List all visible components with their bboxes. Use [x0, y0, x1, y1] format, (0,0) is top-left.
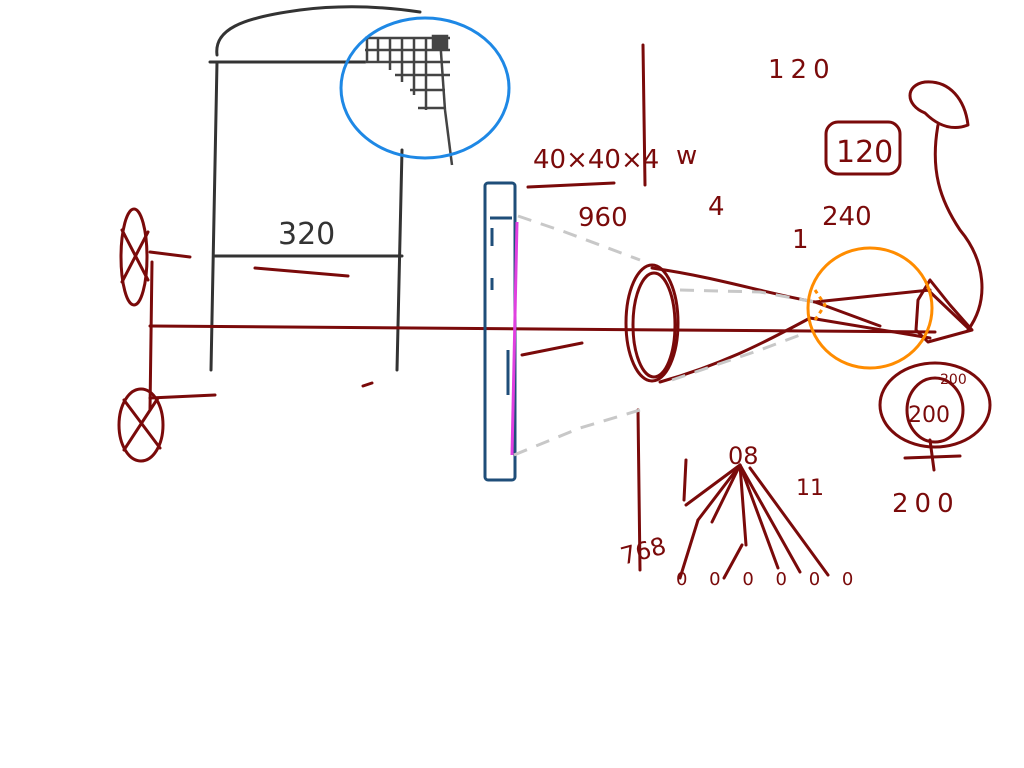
- eye-circle: [806, 246, 934, 370]
- label-200-bottom: 200: [892, 489, 960, 519]
- frame-left-post: [209, 60, 219, 372]
- label-11: 11: [796, 476, 824, 501]
- speaker-top-icon: [119, 207, 150, 307]
- circle-200-inner: [905, 376, 965, 444]
- head-blob: [908, 80, 970, 129]
- divider-line-bottom: [636, 408, 642, 572]
- label-768: 768: [618, 532, 669, 571]
- left-connector: [148, 260, 154, 412]
- divider-line-top: [641, 43, 647, 187]
- screen-panel: [483, 181, 517, 482]
- label-120-top: 120: [768, 55, 836, 85]
- label-4: 4: [708, 192, 725, 222]
- image-plane-line: [510, 221, 519, 456]
- red-sketch: [117, 43, 992, 580]
- projection-lines: [513, 214, 816, 457]
- fraction-numerator-suffix: w: [676, 141, 697, 171]
- optical-axis-line: [148, 324, 937, 334]
- screen-frame-sketch: [208, 5, 422, 372]
- circle-200-outer: [878, 361, 992, 449]
- label-240: 240: [822, 202, 872, 232]
- branch-tree: [678, 458, 830, 580]
- label-1: 1: [792, 225, 809, 255]
- fraction-numerator: 40×40×4: [533, 145, 659, 175]
- head-link: [933, 123, 984, 332]
- speaker-top-link: [148, 250, 192, 259]
- cone-upper: [650, 266, 932, 304]
- label-08: 08: [728, 442, 759, 470]
- dimension-label-320: 320: [278, 217, 335, 252]
- label-zeros: 0 0 0 0 0 0: [676, 569, 861, 590]
- fraction-denominator: 960: [578, 203, 628, 233]
- frame-top-curve: [215, 5, 422, 57]
- pixel-grid-icon: [365, 34, 454, 166]
- speaker-bottom-link: [148, 393, 217, 400]
- eye-icon: [914, 278, 974, 344]
- label-120-boxed: 120: [836, 135, 893, 170]
- fraction-bar: [526, 181, 616, 189]
- frame-right-post: [395, 148, 404, 372]
- lens-ellipse: [624, 263, 680, 383]
- label-200-small: 200: [940, 372, 967, 388]
- label-200-circle: 200: [908, 403, 950, 428]
- boxed-120-frame: [824, 120, 902, 176]
- speaker-bottom-icon: [117, 387, 165, 463]
- zoom-circle: [339, 16, 511, 160]
- cone-lower: [658, 316, 932, 384]
